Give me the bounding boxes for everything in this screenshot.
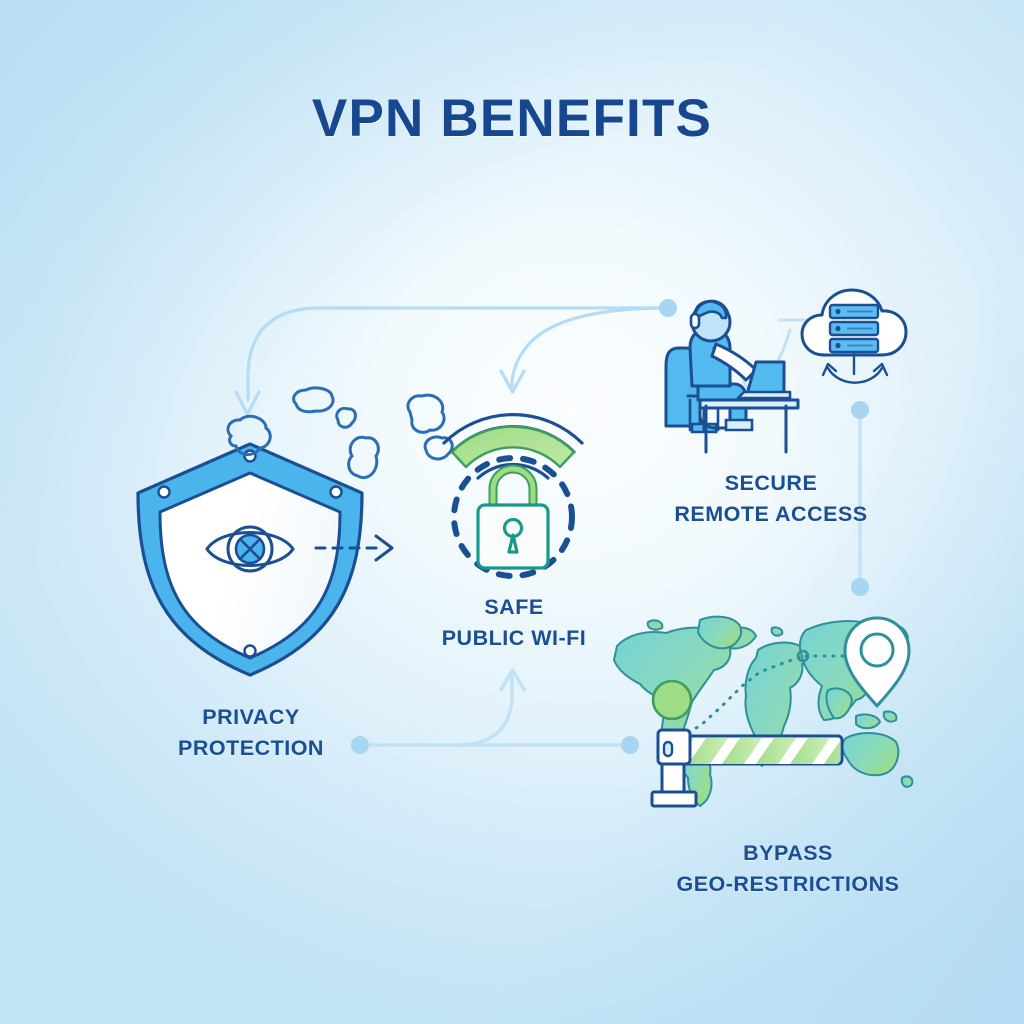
wifi-lock-icon — [442, 413, 584, 579]
connector-line-bottom — [351, 668, 639, 754]
label-wifi-line2: PUBLIC WI-FI — [441, 625, 587, 650]
label-wifi-line1: SAFE — [484, 595, 544, 619]
dashed-arrow-right — [314, 534, 394, 562]
label-secure-remote-access: SECURE REMOTE ACCESS — [640, 468, 902, 529]
label-safe-public-wifi: SAFE PUBLIC WI-FI — [398, 592, 630, 653]
data-blobs-icon — [226, 386, 454, 479]
person-laptop-desk-icon — [664, 299, 800, 454]
label-remote-line2: REMOTE ACCESS — [674, 501, 868, 526]
cloud-server-icon — [800, 288, 908, 384]
location-pin-icon — [843, 616, 911, 708]
label-bypass-geo-restrictions: BYPASS GEO-RESTRICTIONS — [632, 838, 944, 899]
shield-crossed-eye-icon — [136, 442, 364, 677]
connector-line-top — [234, 299, 677, 416]
world-map-barrier-icon — [613, 615, 914, 807]
barrier-gate-icon — [650, 679, 844, 808]
label-privacy-line2: PROTECTION — [178, 735, 324, 760]
page-title: VPN BENEFITS — [311, 89, 713, 148]
label-geo-line1: BYPASS — [743, 841, 833, 865]
label-remote-line1: SECURE — [724, 471, 818, 495]
label-privacy-line1: PRIVACY — [202, 705, 300, 729]
label-geo-line2: GEO-RESTRICTIONS — [676, 871, 900, 896]
label-privacy-protection: PRIVACY PROTECTION — [120, 702, 382, 763]
